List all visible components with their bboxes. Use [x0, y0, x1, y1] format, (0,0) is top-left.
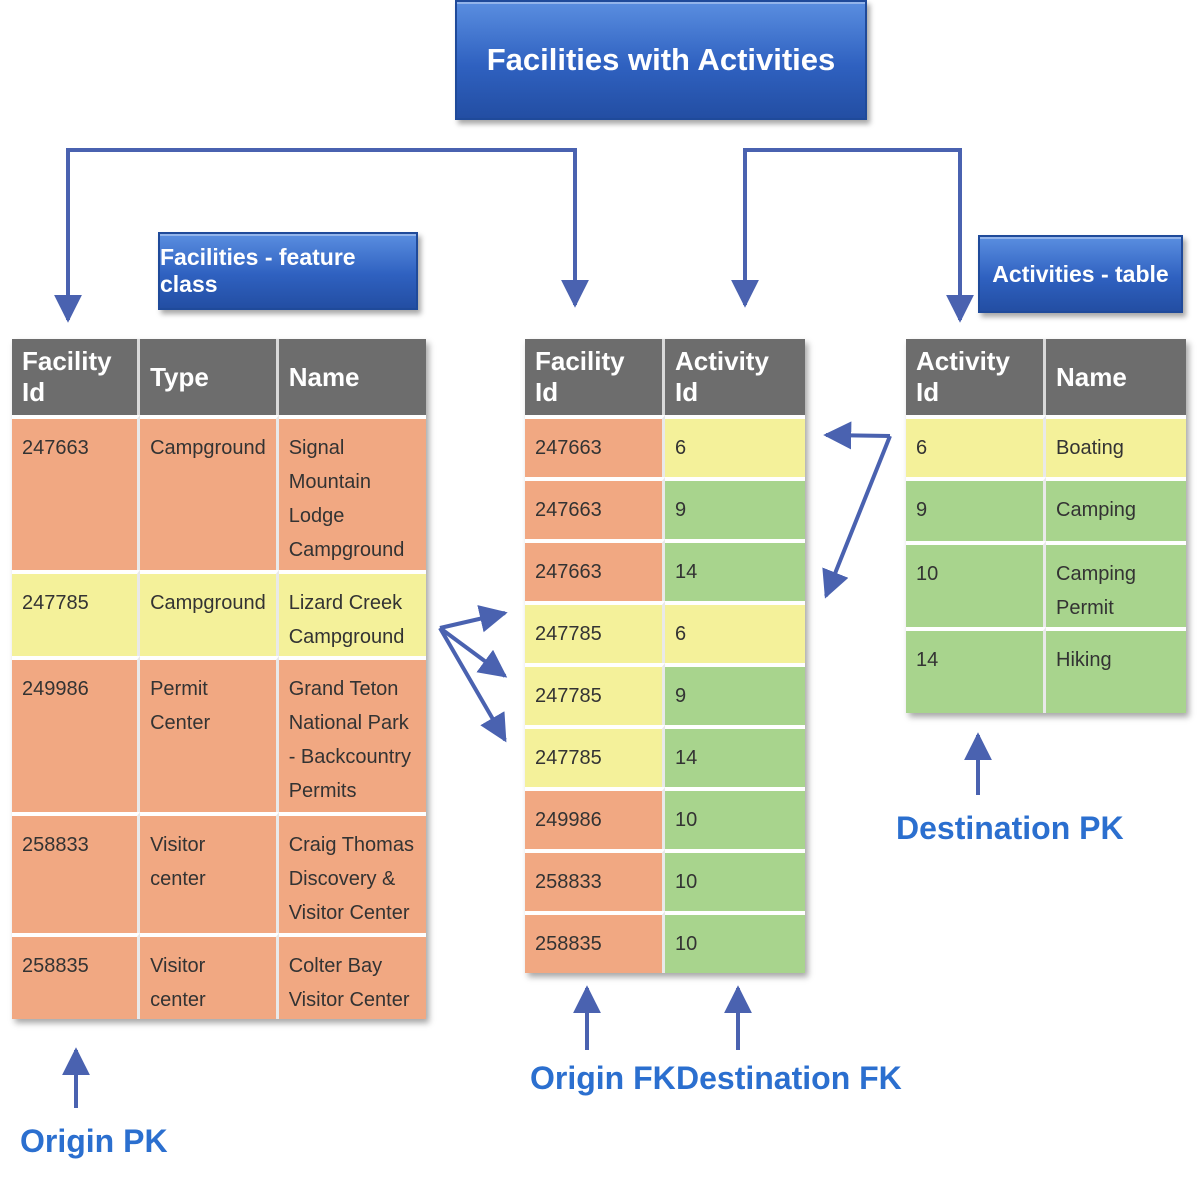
cell-activity-name: Boating	[1046, 415, 1186, 477]
origin-fk-label: Origin FK	[530, 1060, 676, 1096]
table-row: 10 Camping Permit	[906, 541, 1186, 627]
table-row: 6 Boating	[906, 415, 1186, 477]
cell-activity-name: Camping Permit	[1046, 541, 1186, 627]
cell-facility-id: 247785	[525, 725, 665, 787]
cell-activity-id: 6	[665, 415, 805, 477]
cell-facility-id: 258835	[525, 911, 665, 973]
table-row: 9 Camping	[906, 477, 1186, 541]
destination-pk-label: Destination PK	[896, 810, 1124, 846]
table-row: 249986 Permit Center Grand Teton Nationa…	[12, 656, 426, 812]
cell-type: Visitor center	[140, 933, 279, 1019]
cell-name: Signal Mountain Lodge Campground	[278, 415, 426, 570]
facilities-header-name: Name	[278, 339, 426, 415]
table-row: 247663 Campground Signal Mountain Lodge …	[12, 415, 426, 570]
table-row: 247663 9	[525, 477, 805, 539]
cell-activity-id: 14	[665, 725, 805, 787]
table-row: 258833 Visitor center Craig Thomas Disco…	[12, 812, 426, 933]
cell-facility-id: 247785	[525, 663, 665, 725]
cell-facility-id: 247663	[525, 477, 665, 539]
cell-activity-id: 10	[665, 911, 805, 973]
cell-facility-id: 247785	[525, 601, 665, 663]
cell-name: Grand Teton National Park - Backcountry …	[278, 656, 426, 812]
cell-activity-name: Camping	[1046, 477, 1186, 541]
cell-activity-id: 6	[665, 601, 805, 663]
cell-facility-id: 247663	[525, 415, 665, 477]
cell-activity-id: 10	[665, 787, 805, 849]
table-row: 258835 10	[525, 911, 805, 973]
activities-header-activity-id: Activity Id	[906, 339, 1046, 415]
origin-pk-label: Origin PK	[20, 1123, 168, 1159]
cell-activity-id: 6	[906, 415, 1046, 477]
pointer-arrow-4	[823, 421, 891, 450]
table-row: 247785 Campground Lizard Creek Campgroun…	[12, 570, 426, 656]
pointer-arrow-5	[822, 435, 892, 599]
facilities-header-facility-id: Facility Id	[12, 339, 141, 415]
facilities-table: Facility Id Type Name 247663 Campground …	[12, 339, 426, 1019]
table-row: 247785 6	[525, 601, 805, 663]
table-row: 247663 6	[525, 415, 805, 477]
table-row: 247785 9	[525, 663, 805, 725]
table-row: 247785 14	[525, 725, 805, 787]
activities-header-row: Activity Id Name	[906, 339, 1186, 415]
table-row: 258833 10	[525, 849, 805, 911]
cell-facility-id: 247663	[12, 415, 141, 570]
main-title-banner: Facilities with Activities	[455, 0, 867, 120]
cell-activity-id: 9	[665, 663, 805, 725]
table-row: 249986 10	[525, 787, 805, 849]
cell-facility-id: 249986	[12, 656, 141, 812]
cell-type: Campground	[140, 415, 279, 570]
pointer-arrow-1	[439, 605, 508, 633]
cell-facility-id: 247663	[525, 539, 665, 601]
cell-facility-id: 258833	[525, 849, 665, 911]
cell-activity-id: 10	[906, 541, 1046, 627]
cell-name: Lizard Creek Campground	[278, 570, 426, 656]
cell-facility-id: 247785	[12, 570, 141, 656]
cell-type: Visitor center	[140, 812, 279, 933]
cell-activity-name: Hiking	[1046, 627, 1186, 713]
table-row: 258835 Visitor center Colter Bay Visitor…	[12, 933, 426, 1019]
pointer-arrow-2	[438, 626, 508, 678]
cell-facility-id: 258835	[12, 933, 141, 1019]
activities-banner-label: Activities - table	[992, 260, 1169, 287]
cell-activity-id: 14	[906, 627, 1046, 713]
facilities-header-type: Type	[140, 339, 279, 415]
cell-type: Permit Center	[140, 656, 279, 812]
pointer-arrow-3	[438, 626, 507, 743]
destination-bracket-arrow	[731, 148, 974, 323]
cell-facility-id: 249986	[525, 787, 665, 849]
cell-activity-id: 9	[665, 477, 805, 539]
table-row: 14 Hiking	[906, 627, 1186, 713]
cell-facility-id: 258833	[12, 812, 141, 933]
relationship-table: Facility Id Activity Id 247663 6 247663 …	[525, 339, 805, 973]
table-row: 247663 14	[525, 539, 805, 601]
relationship-header-activity-id: Activity Id	[665, 339, 805, 415]
activities-table: Activity Id Name 6 Boating 9 Camping 10 …	[906, 339, 1186, 713]
cell-name: Craig Thomas Discovery & Visitor Center	[278, 812, 426, 933]
activities-header-name: Name	[1046, 339, 1186, 415]
relationship-header-row: Facility Id Activity Id	[525, 339, 805, 415]
cell-activity-id: 14	[665, 539, 805, 601]
relationship-header-facility-id: Facility Id	[525, 339, 665, 415]
cell-name: Colter Bay Visitor Center	[278, 933, 426, 1019]
main-title: Facilities with Activities	[486, 42, 836, 77]
cell-activity-id: 10	[665, 849, 805, 911]
origin-bracket-arrow	[54, 148, 589, 323]
cell-activity-id: 9	[906, 477, 1046, 541]
facilities-header-row: Facility Id Type Name	[12, 339, 426, 415]
activities-banner: Activities - table	[978, 235, 1183, 313]
destination-fk-label: Destination FK	[676, 1060, 902, 1096]
cell-type: Campground	[140, 570, 279, 656]
